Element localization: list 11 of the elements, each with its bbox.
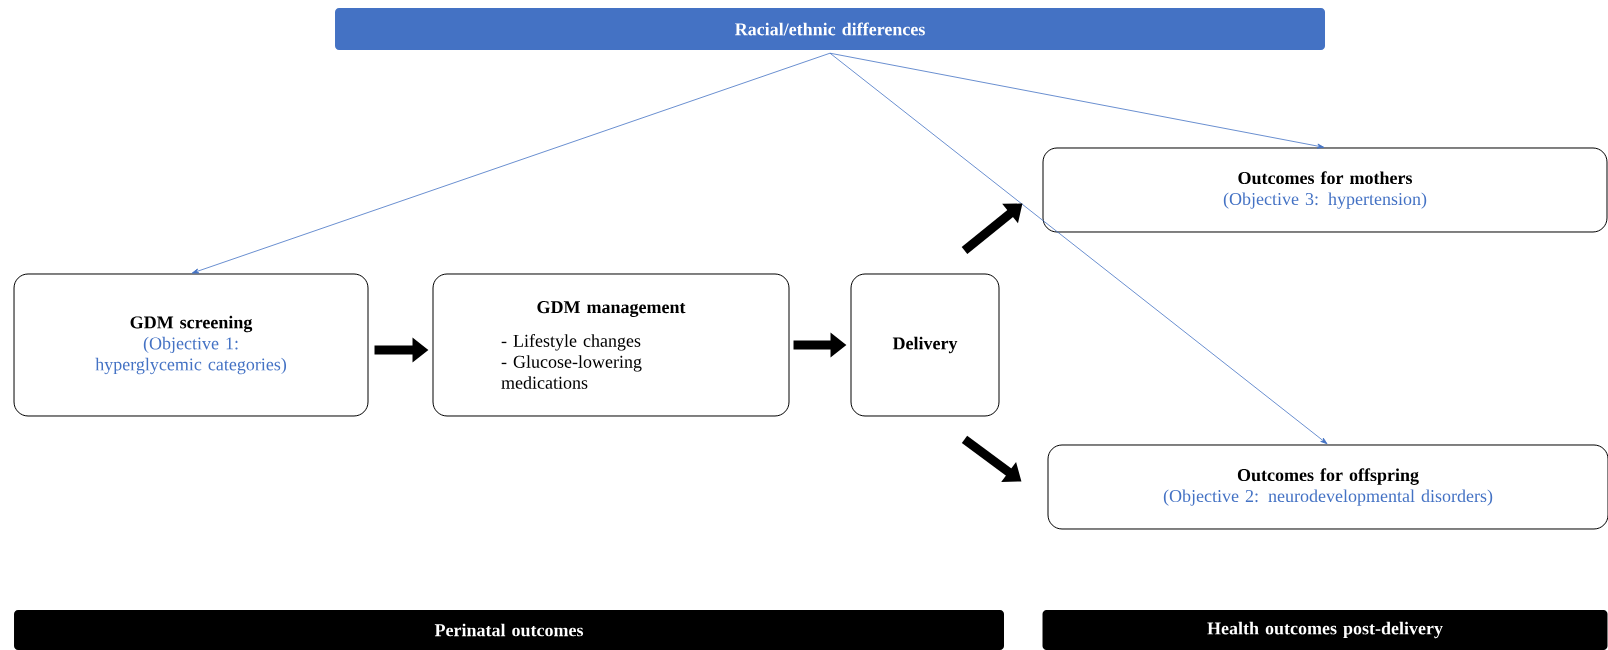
process-box: Outcomes for mothers (Objective 3: hypertension): [1042, 147, 1608, 233]
section-band: Perinatal outcomes: [14, 610, 1004, 650]
process-box: Outcomes for offspring (Objective 2: neurodevelopmental disorders): [1047, 444, 1608, 530]
arrow: [829, 52, 1325, 149]
process-box: GDM management - Lifestyle changes - Glucose-lowering medications: [432, 273, 790, 417]
process-box: GDM screening (Objective 1: hyperglycemic categories): [13, 273, 369, 417]
section-band: Health outcomes post-delivery: [1042, 610, 1608, 650]
arrow: [829, 52, 1328, 445]
process-box: Delivery: [850, 273, 1000, 417]
heading-band: Racial/ethnic differences: [335, 8, 1325, 50]
arrow: [191, 52, 831, 274]
